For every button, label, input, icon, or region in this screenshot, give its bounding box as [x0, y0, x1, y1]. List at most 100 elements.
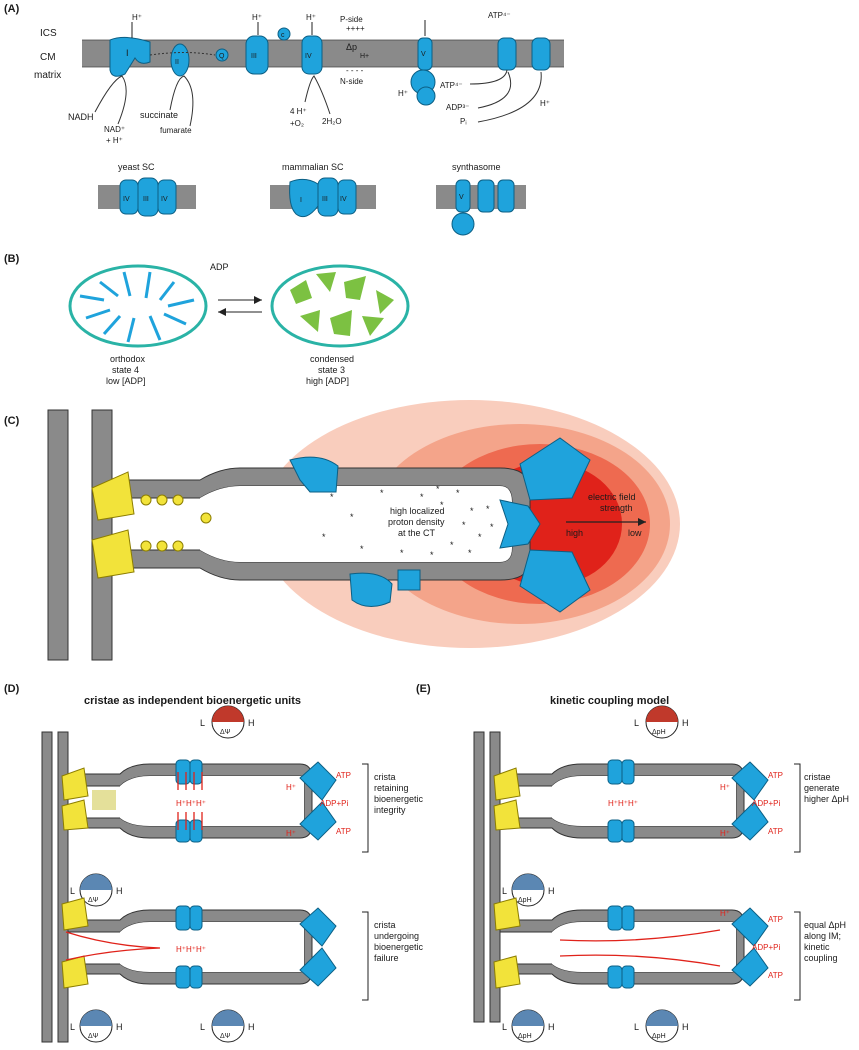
proton-label: H⁺ [720, 909, 730, 918]
orthodox-mitochondrion [68, 264, 208, 348]
protons-label: H⁺H⁺H⁺ [176, 945, 206, 954]
meter-high: H [248, 1022, 255, 1032]
top-note-1: cristae [804, 772, 831, 782]
mammalian-sc-complex-iv [337, 179, 357, 215]
gradient-meter-fill [646, 706, 678, 722]
svg-text:*: * [468, 548, 472, 558]
p-side-label: P-side [340, 15, 363, 24]
four-h-label: 4 H⁺ [290, 107, 307, 116]
pic-arrow [477, 71, 542, 123]
respiratory-complex [189, 905, 203, 931]
proton-label: H⁺ [252, 13, 262, 22]
field-label-2: strength [600, 503, 633, 513]
proton-label: H⁺ [306, 13, 316, 22]
complex-v-label: V [459, 194, 464, 201]
proton-flow-lines [559, 929, 721, 967]
atp-synthase [299, 761, 337, 801]
proton-label: H⁺ [132, 13, 142, 22]
ics-label: ICS [40, 28, 57, 39]
top-note-3: bioenergetic [374, 794, 424, 804]
atp-synthase [731, 761, 769, 801]
top-note-3: higher ΔpH [804, 794, 849, 804]
meter-dpsi: ΔΨ [88, 897, 99, 904]
panel-e-title: kinetic coupling model [550, 695, 669, 707]
complex-i-label: I [300, 197, 302, 204]
mics-complex [61, 799, 89, 831]
positive-charges: ++++ [346, 24, 365, 33]
high-label: high [566, 528, 583, 538]
complex-iv-label: IV [161, 196, 168, 203]
respiratory-complex [349, 572, 393, 607]
complex-iv-label: IV [123, 196, 130, 203]
reverse-arrowhead [218, 308, 226, 316]
pi-label: Pᵢ [460, 117, 467, 126]
bracket [362, 911, 369, 1001]
center-label-3: at the CT [398, 528, 436, 538]
mammalian-sc-complex-iii [317, 177, 339, 217]
forward-arrowhead [254, 296, 262, 304]
water-label: 2H₂O [322, 117, 342, 126]
complex-iv-label: IV [305, 53, 312, 60]
yeast-sc-label: yeast SC [118, 162, 155, 172]
bottom-note-3: kinetic [804, 942, 830, 952]
bottom-note-1: crista [374, 920, 396, 930]
svg-text:*: * [420, 492, 424, 502]
opa1-cluster [92, 790, 116, 810]
meter-low: L [70, 886, 75, 896]
complex-ii-label: II [175, 59, 179, 66]
bracket [794, 763, 801, 853]
bottom-note-4: coupling [804, 953, 838, 963]
proton-stars: *** *** *** *** *** *** [322, 484, 494, 560]
synthasome-fo [455, 179, 471, 213]
nad-label: NAD⁺ [104, 125, 125, 134]
complex-i-label: I [126, 48, 129, 58]
succinate-arrow [169, 75, 194, 127]
meter-high: H [248, 718, 255, 728]
bottom-note-2: undergoing [374, 931, 419, 941]
gradient-meter-fill [212, 1010, 244, 1026]
complex-v-label: V [421, 51, 426, 58]
panel-e: (E) kinetic coupling model H⁺H⁺H⁺ H⁺ H⁺ … [416, 683, 849, 1043]
cytochrome-c [277, 27, 291, 41]
respiratory-complex [189, 819, 203, 843]
respiratory-complex [189, 759, 203, 785]
opa1-oligomers [140, 494, 212, 552]
meter-dph: ΔpH [652, 1033, 666, 1040]
n-side-label: N-side [340, 77, 364, 86]
gradient-arrowhead [638, 518, 646, 526]
meter-low: L [634, 718, 639, 728]
succinate-label: succinate [140, 110, 178, 120]
meter-low: L [634, 1022, 639, 1032]
respiratory-complex [607, 819, 623, 843]
meter-high: H [548, 1022, 555, 1032]
atp-synthase [731, 801, 769, 841]
adp-pi-label: ADP+Pi [752, 799, 780, 808]
condensed-label: condensed [310, 354, 354, 364]
svg-text:*: * [360, 544, 364, 554]
mics-complex [61, 955, 89, 989]
mics-complex [493, 767, 521, 801]
electron-path [149, 52, 216, 56]
proton-label: H⁺ [286, 783, 296, 792]
svg-text:*: * [430, 550, 434, 560]
panel-c-label: (C) [4, 415, 20, 427]
mics-complex [493, 897, 521, 931]
atp-synthase-dimer [519, 549, 591, 613]
yeast-sc-complex-iv [157, 179, 177, 215]
mics-complex [61, 897, 89, 931]
outer-membrane [41, 731, 53, 1043]
proton-leak-arrows [65, 931, 161, 961]
meter-high: H [682, 1022, 689, 1032]
bottom-note-4: failure [374, 953, 399, 963]
ant-exchange-arrow [469, 69, 508, 85]
inner-boundary-membrane [57, 731, 69, 1043]
center-label-2: proton density [388, 517, 445, 527]
complex-i [109, 36, 151, 77]
ant-exchange-arrow [477, 71, 512, 109]
bottom-note-2: along IM; [804, 931, 841, 941]
meter-dpsi: ΔΨ [220, 729, 231, 736]
gradient-meter-fill [212, 706, 244, 722]
matrix-label: matrix [34, 70, 61, 81]
svg-text:*: * [330, 492, 334, 502]
field-label-1: electric field [588, 492, 636, 502]
